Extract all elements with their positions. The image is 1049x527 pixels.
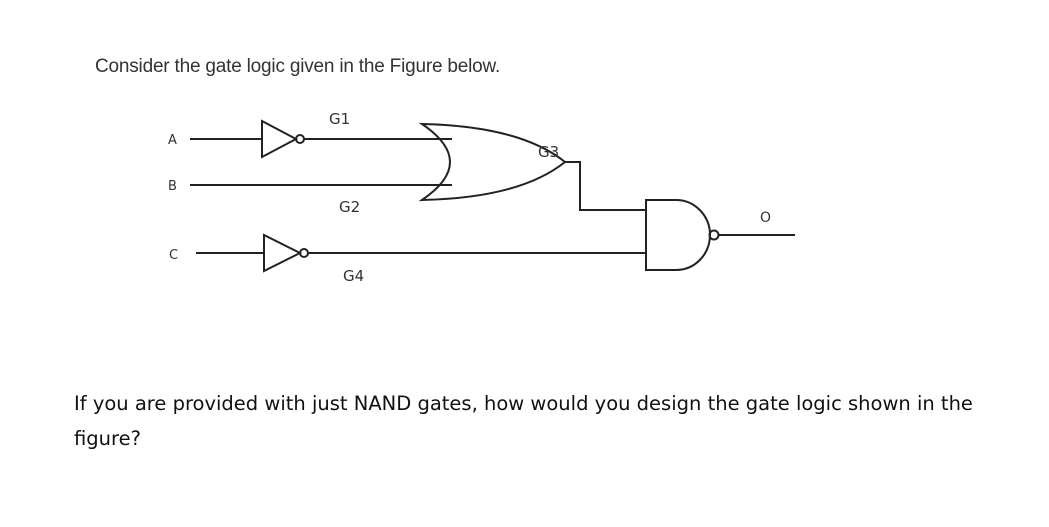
label-input-b: B	[168, 179, 177, 194]
question-text: If you are provided with just NAND gates…	[74, 392, 973, 450]
label-g4: G4	[343, 267, 364, 285]
wire-g3	[565, 161, 646, 211]
nand-gate-bubble	[708, 229, 720, 241]
not-gate-top	[261, 119, 299, 159]
intro-text: Consider the gate logic given in the Fig…	[95, 56, 501, 77]
label-g2: G2	[339, 198, 360, 216]
or-gate	[418, 122, 567, 202]
label-g3: G3	[538, 143, 559, 161]
label-g1: G1	[329, 110, 350, 128]
label-output: O	[760, 210, 771, 226]
label-input-a: A	[168, 133, 177, 148]
label-input-c: C	[169, 248, 178, 263]
nand-gate	[645, 199, 711, 271]
not-gate-bottom	[263, 233, 303, 273]
